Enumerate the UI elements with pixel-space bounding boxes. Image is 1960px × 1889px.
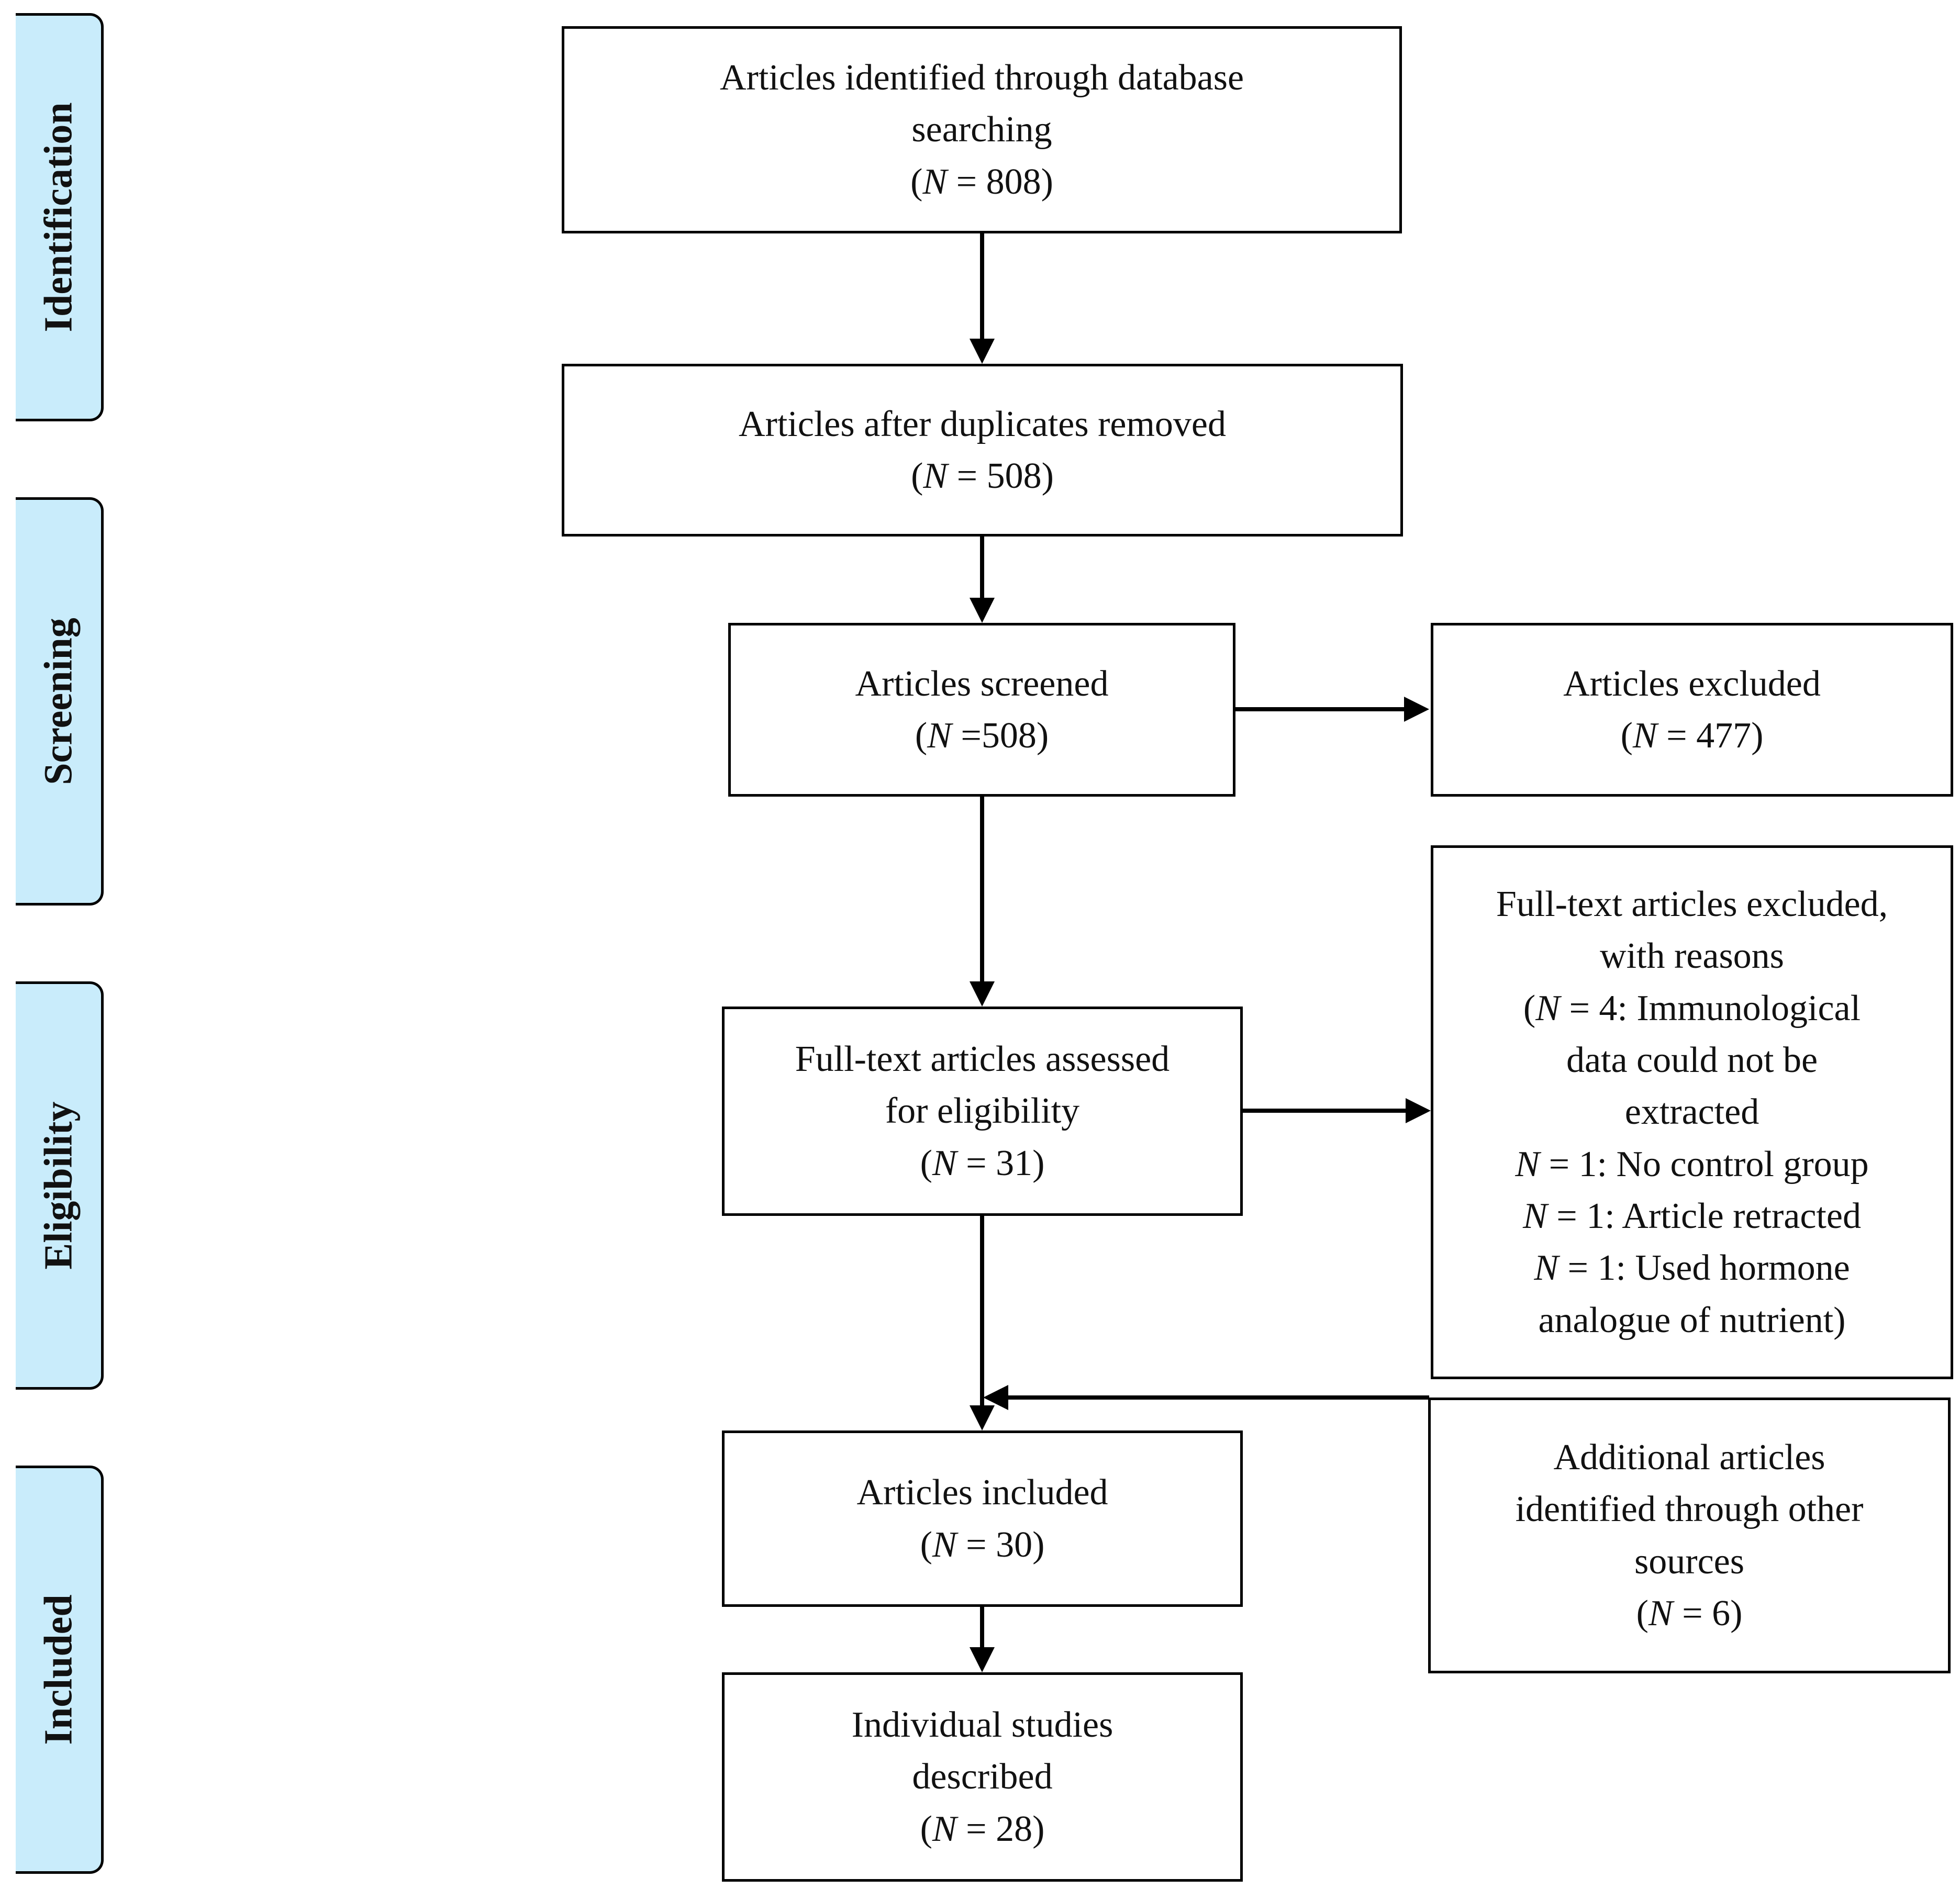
box-included: Articles included (N = 30) (722, 1430, 1243, 1607)
box-included-count: (N = 30) (920, 1524, 1045, 1565)
box-studies-line-1: Individual studies (851, 1704, 1113, 1745)
box-fulltext-line-1: Full-text articles assessed (795, 1038, 1170, 1079)
box-identified-count: (N = 808) (910, 161, 1053, 202)
exclusion-reason-1: (N = 4: Immunological (1523, 988, 1861, 1029)
box-fulltext-count: (N = 31) (920, 1143, 1045, 1183)
box-additional-line-1: Additional articles (1553, 1437, 1825, 1478)
phase-tab-eligibility: Eligibility (16, 981, 104, 1390)
box-screened-count: (N =508) (915, 716, 1049, 756)
box-screened: Articles screened (N =508) (728, 623, 1235, 797)
box-screened-line-1: Articles screened (855, 663, 1109, 704)
exclusion-reason-1-cont-2: extracted (1624, 1092, 1759, 1133)
box-duplicates-removed: Articles after duplicates removed (N = 5… (562, 364, 1403, 536)
box-excluded: Articles excluded (N = 477) (1431, 623, 1953, 797)
box-excluded-count: (N = 477) (1620, 716, 1764, 756)
box-additional-line-3: sources (1634, 1541, 1744, 1582)
box-studies-described: Individual studies described (N = 28) (722, 1672, 1243, 1882)
box-additional-count: (N = 6) (1636, 1593, 1743, 1634)
phase-tab-identification: Identification (16, 13, 104, 421)
exclusion-reason-2: N = 1: No control group (1515, 1144, 1869, 1184)
box-additional-articles: Additional articles identified through o… (1428, 1398, 1951, 1673)
box-excluded-line-1: Articles excluded (1563, 663, 1821, 704)
box-fulltext-excluded-line-1: Full-text articles excluded, (1496, 884, 1888, 924)
exclusion-reason-3: N = 1: Article retracted (1523, 1196, 1861, 1237)
exclusion-reason-1-cont-1: data could not be (1566, 1039, 1818, 1080)
exclusion-reason-4-cont: analogue of nutrient) (1538, 1300, 1846, 1340)
phase-tab-screening: Screening (16, 497, 104, 906)
box-included-line-1: Articles included (856, 1472, 1108, 1513)
box-additional-line-2: identified through other (1515, 1489, 1864, 1530)
exclusion-reason-4: N = 1: Used hormone (1534, 1248, 1850, 1289)
box-duplicates-count: (N = 508) (911, 456, 1054, 496)
box-fulltext-excluded-line-2: with reasons (1600, 936, 1784, 977)
box-duplicates-line-1: Articles after duplicates removed (739, 404, 1226, 444)
phase-tab-included: Included (16, 1466, 104, 1874)
box-studies-count: (N = 28) (920, 1808, 1045, 1849)
box-identified-line-1: Articles identified through database (719, 57, 1244, 98)
box-studies-line-2: described (912, 1757, 1053, 1797)
box-fulltext-assessed: Full-text articles assessed for eligibil… (722, 1007, 1243, 1216)
box-fulltext-line-2: for eligibility (885, 1091, 1080, 1132)
box-identified: Articles identified through database sea… (562, 26, 1402, 233)
box-fulltext-excluded: Full-text articles excluded, with reason… (1431, 845, 1953, 1379)
box-identified-line-2: searching (911, 109, 1052, 150)
